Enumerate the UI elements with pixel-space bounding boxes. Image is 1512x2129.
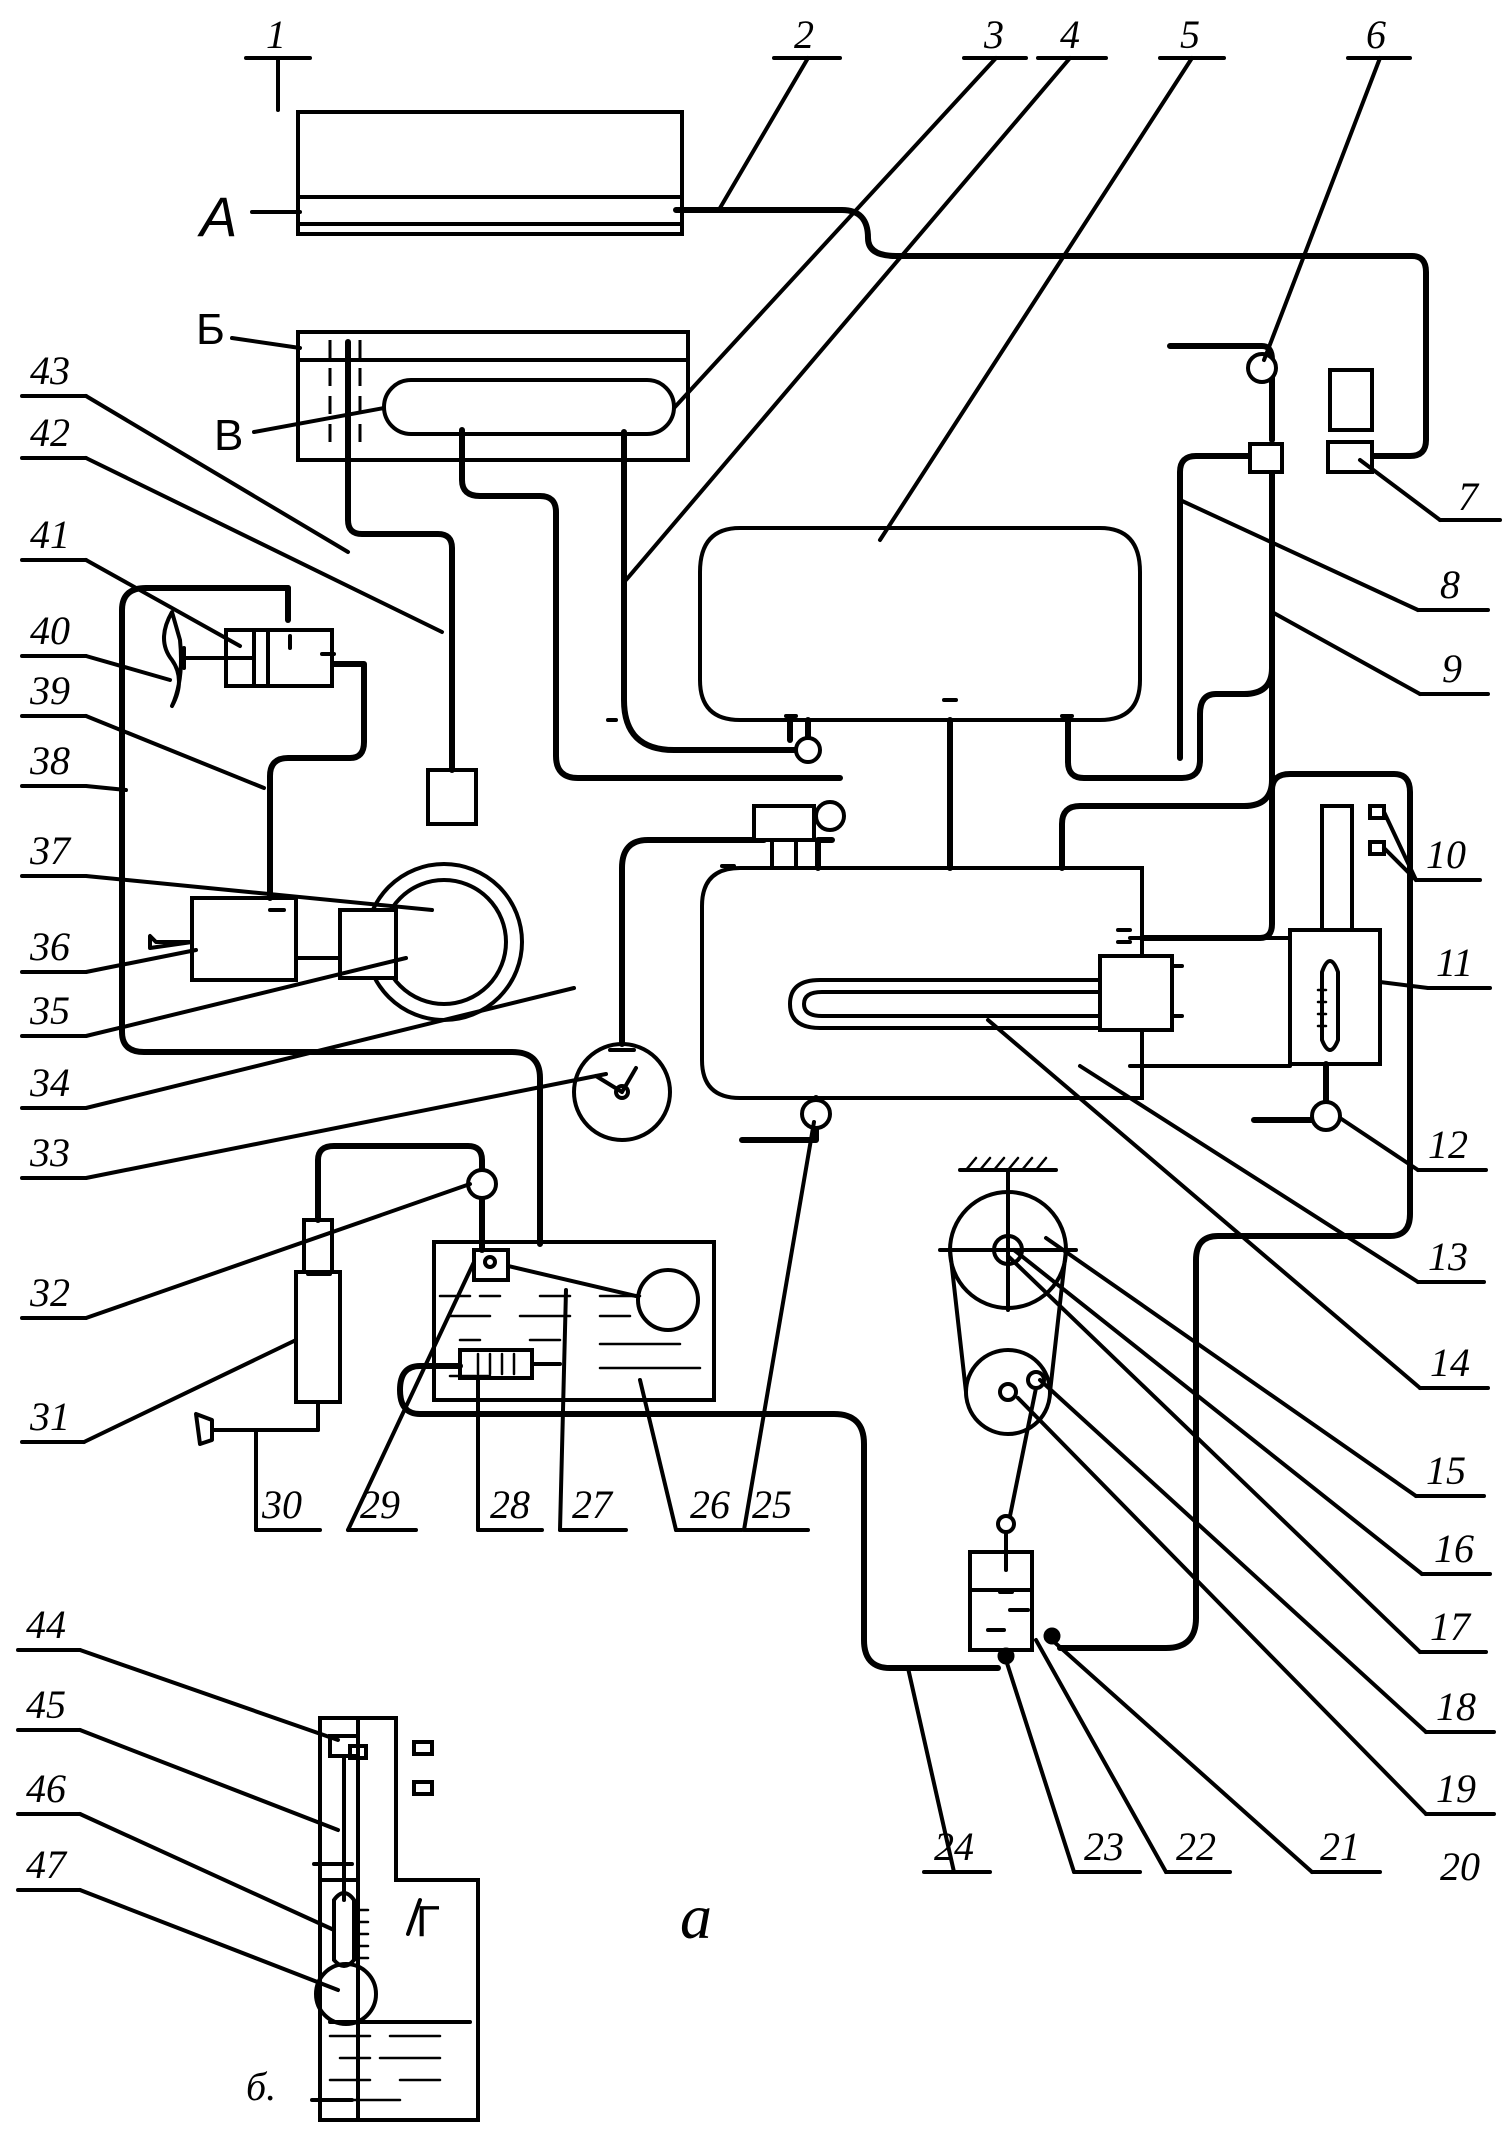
label-38: 38 [29,738,70,783]
label-6: 6 [1366,12,1386,57]
main-vessel [700,866,1184,1100]
label-12: 12 [1428,1122,1468,1167]
device-41 [162,610,336,708]
label-8: 8 [1440,562,1460,607]
label-9: 9 [1442,646,1462,691]
label-40: 40 [30,608,70,653]
label-15: 15 [1426,1448,1466,1493]
tank-1 [296,110,684,236]
label-36: 36 [29,924,70,969]
label-33: 33 [29,1130,70,1175]
label-16: 16 [1434,1526,1474,1571]
label-32: 32 [29,1270,70,1315]
detail-b [310,1716,480,2122]
label-G: Г [416,1897,440,1946]
label-19: 19 [1436,1766,1476,1811]
leader-lines [16,56,1502,1992]
tank-5 [698,526,1142,722]
pump-37 [148,768,524,1022]
letter-labels: А Б В Г а б. [196,185,712,2109]
label-1: 1 [266,12,286,57]
label-27: 27 [572,1482,614,1527]
label-34: 34 [29,1060,70,1105]
valves [466,352,1374,1200]
label-29: 29 [360,1482,400,1527]
label-14: 14 [1430,1340,1470,1385]
label-39: 39 [29,668,70,713]
label-45: 45 [26,1682,66,1727]
label-31: 31 [29,1394,70,1439]
device-31 [194,1218,342,1446]
caption-b: б. [246,2064,276,2109]
tank-b [296,330,690,462]
label-22: 22 [1176,1824,1216,1869]
label-35: 35 [29,988,70,1033]
pump-drive [938,1156,1078,1665]
label-41: 41 [30,512,70,557]
label-21: 21 [1320,1824,1360,1869]
label-11: 11 [1436,940,1473,985]
label-2: 2 [794,12,814,57]
label-A: А [197,185,237,248]
label-37: 37 [29,828,72,873]
label-25: 25 [752,1482,792,1527]
label-26: 26 [690,1482,730,1527]
label-23: 23 [1084,1824,1124,1869]
label-V: В [214,411,243,460]
label-42: 42 [30,410,70,455]
label-17: 17 [1430,1604,1472,1649]
label-3: 3 [983,12,1004,57]
tank-26 [432,1240,716,1402]
label-18: 18 [1436,1684,1476,1729]
label-47: 47 [26,1842,68,1887]
label-5: 5 [1180,12,1200,57]
label-10: 10 [1426,832,1466,877]
label-43: 43 [30,348,70,393]
number-labels: 1 2 3 4 5 6 7 8 9 10 11 12 13 14 15 16 1… [26,12,1480,1889]
label-46: 46 [26,1766,66,1811]
label-24: 24 [934,1824,974,1869]
gauge-33 [572,1042,672,1142]
label-20: 20 [1440,1844,1480,1889]
label-28: 28 [490,1482,530,1527]
caption-a: а [680,1881,712,1952]
label-44: 44 [26,1602,66,1647]
pipes [119,207,1429,1671]
label-4: 4 [1060,12,1080,57]
label-7: 7 [1458,474,1480,519]
label-30: 30 [261,1482,302,1527]
label-13: 13 [1428,1234,1468,1279]
label-B: Б [196,305,225,354]
